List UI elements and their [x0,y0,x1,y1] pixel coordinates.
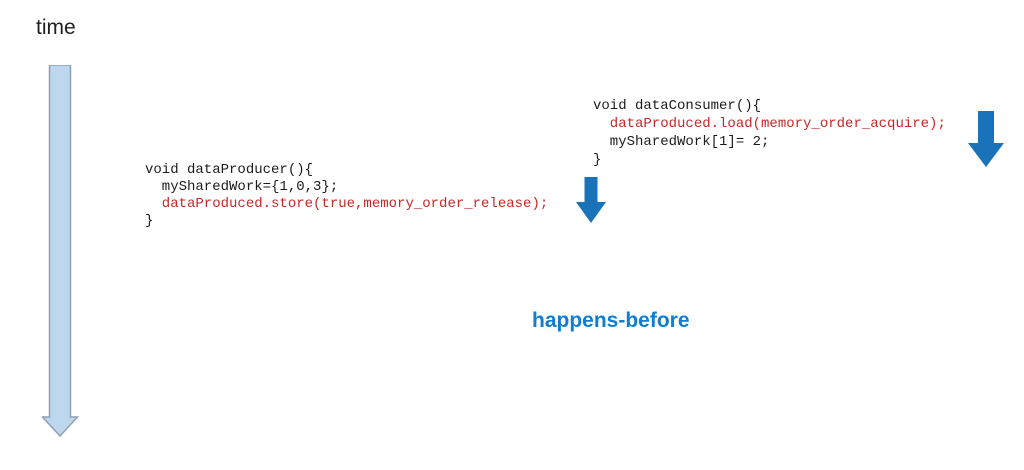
code-line: void dataConsumer(){ [593,98,762,114]
consumer-acquire-arrow-icon [968,111,1004,167]
happens-before-label: happens-before [532,309,690,332]
producer-code-block: void dataProducer(){ mySharedWork={1,0,3… [145,162,548,230]
code-line: mySharedWork={1,0,3}; [145,179,339,195]
time-axis-label: time [36,16,76,39]
code-line: mySharedWork[1]= 2; [593,134,770,150]
code-line: } [145,213,154,229]
producer-release-arrow-icon [576,177,606,223]
code-line-highlighted: dataProduced.store(true,memory_order_rel… [145,196,549,212]
code-line-highlighted: dataProduced.load(memory_order_acquire); [593,116,946,132]
code-line: } [593,152,602,168]
code-line: void dataProducer(){ [145,162,314,178]
time-arrow-down-icon [42,65,80,437]
consumer-code-block: void dataConsumer(){ dataProduced.load(m… [593,97,946,169]
